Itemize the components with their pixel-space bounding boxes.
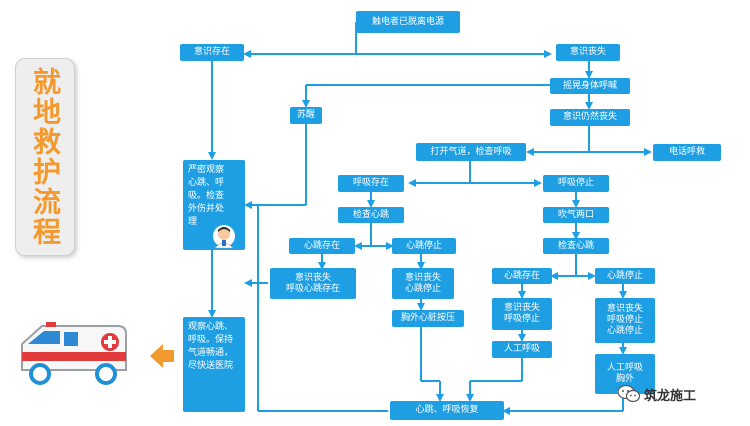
node-state-d: 意识丧失 呼吸停止 心跳停止 bbox=[595, 298, 655, 343]
node-heart-yes-2: 心跳存在 bbox=[492, 268, 552, 284]
watermark-text: 筑龙施工 bbox=[644, 388, 697, 404]
node-open-airway: 打开气道，检查呼吸 bbox=[416, 143, 526, 161]
node-check-heart-2: 检查心跳 bbox=[543, 238, 609, 254]
watermark: 筑龙施工 bbox=[618, 384, 696, 404]
node-heart-yes-1: 心跳存在 bbox=[289, 238, 355, 254]
arrow-to-ambulance-icon bbox=[150, 344, 174, 368]
node-breath-no: 呼吸停止 bbox=[543, 175, 609, 192]
node-still-unconscious: 意识仍然丧失 bbox=[550, 109, 630, 126]
node-hospital: 观察心跳、呼吸。保持气道畅通，尽快送医院 bbox=[183, 317, 245, 412]
doctor-avatar-icon bbox=[213, 225, 235, 249]
node-state-c: 意识丧失 呼吸停止 bbox=[492, 298, 552, 330]
page-title: 就地救护流程 bbox=[29, 67, 62, 247]
title-panel: 就地救护流程 bbox=[15, 58, 75, 256]
node-state-b: 意识丧失 心跳停止 bbox=[392, 268, 454, 299]
wechat-icon bbox=[618, 385, 640, 403]
node-rescue-breath: 人工呼吸 bbox=[492, 341, 552, 358]
node-hospital-text: 观察心跳、呼吸。保持气道畅通，尽快送医院 bbox=[188, 322, 234, 371]
node-heart-no-1: 心跳停止 bbox=[392, 238, 456, 254]
node-cpr: 胸外心脏按压 bbox=[392, 310, 464, 327]
node-observe-text: 严密观察心跳、呼吸。检查外伤并处理 bbox=[188, 165, 225, 227]
node-unconscious: 意识丧失 bbox=[556, 44, 620, 61]
node-breath-yes: 呼吸存在 bbox=[338, 175, 404, 192]
node-conscious: 意识存在 bbox=[180, 44, 244, 61]
node-check-heart-1: 检查心跳 bbox=[338, 207, 404, 223]
node-start: 触电者已脱离电源 bbox=[356, 11, 460, 33]
node-recover: 心跳、呼吸恢复 bbox=[390, 401, 504, 420]
node-heart-no-2: 心跳停止 bbox=[595, 268, 655, 284]
node-call: 电话呼救 bbox=[653, 144, 721, 161]
node-shake: 摇晃身体呼喊 bbox=[550, 78, 630, 94]
node-state-a: 意识丧失 呼吸心跳存在 bbox=[270, 268, 356, 299]
node-blow: 吹气两口 bbox=[543, 207, 609, 223]
ambulance-icon bbox=[21, 322, 127, 385]
node-revive: 苏醒 bbox=[290, 107, 322, 124]
